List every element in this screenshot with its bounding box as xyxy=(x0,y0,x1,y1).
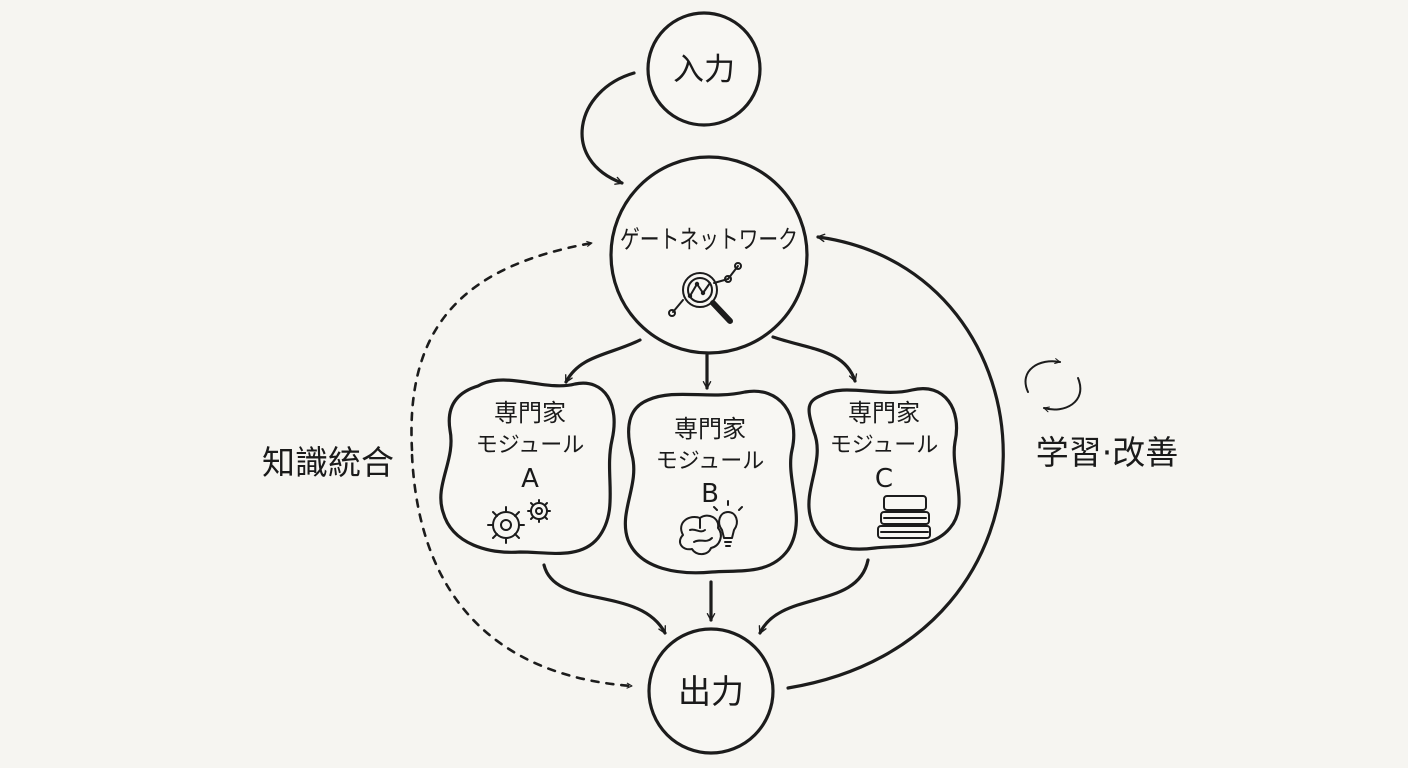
arrow-expert-a-to-output xyxy=(542,563,667,635)
books-icon xyxy=(877,495,931,539)
expert-c-module: モジュール xyxy=(830,433,938,458)
expert-module-c: 専門家 モジュール C xyxy=(807,387,961,551)
knowledge-integration-label: 知識統合 xyxy=(262,443,394,482)
arrow-knowledge-integration-up xyxy=(410,240,594,452)
arrow-gate-to-expert-a xyxy=(564,338,642,384)
output-label: 出力 xyxy=(678,672,744,711)
expert-b-letter: B xyxy=(701,479,719,509)
expert-c-title: 専門家 xyxy=(848,399,920,427)
expert-b-module: モジュール xyxy=(656,449,764,474)
learning-improvement-label: 学習·改善 xyxy=(1036,433,1179,472)
expert-module-b: 専門家 モジュール B xyxy=(623,389,798,575)
expert-a-module: モジュール xyxy=(476,433,584,458)
expert-a-letter: A xyxy=(521,464,539,494)
arrow-learning-loop xyxy=(786,233,1005,690)
brain-lightbulb-icon xyxy=(679,500,743,556)
arrow-expert-c-to-output xyxy=(758,558,870,635)
arrow-input-to-gate xyxy=(580,71,636,185)
arrow-knowledge-integration-down xyxy=(410,453,634,689)
gate-network-node: ゲートネットワーク xyxy=(609,155,809,355)
expert-c-letter: C xyxy=(875,464,893,494)
input-node: 入力 xyxy=(646,11,762,127)
expert-a-title: 専門家 xyxy=(494,399,566,427)
expert-b-title: 専門家 xyxy=(674,415,746,443)
input-label: 入力 xyxy=(673,52,735,88)
cycle-arrows-icon xyxy=(1024,358,1082,413)
gears-icon xyxy=(487,499,551,544)
expert-module-a: 専門家 モジュール A xyxy=(439,378,616,556)
output-node: 出力 xyxy=(647,627,775,755)
gate-label: ゲートネットワーク xyxy=(620,225,798,254)
arrow-gate-to-expert-c xyxy=(771,335,858,383)
magnifier-network-icon xyxy=(668,262,742,324)
